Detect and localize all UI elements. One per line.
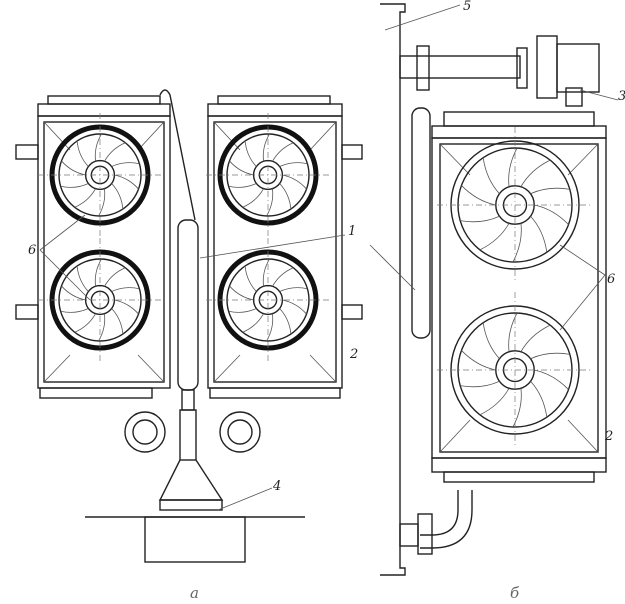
leader-lines bbox=[39, 4, 619, 511]
connecting-pipe bbox=[159, 89, 199, 411]
label-1-a: 1 bbox=[348, 224, 356, 239]
fan-icon bbox=[38, 113, 162, 237]
top-pipe-with-valve bbox=[399, 35, 600, 107]
bottom-elbow-pipe bbox=[399, 490, 473, 555]
fan-icon bbox=[206, 238, 330, 362]
radiator-unit-a-left bbox=[15, 95, 171, 399]
label-6-a: 6 bbox=[28, 243, 36, 258]
inlet-pipes bbox=[124, 411, 261, 453]
fan-icon bbox=[206, 113, 330, 237]
fan-icon bbox=[38, 238, 162, 362]
caption-view-b: б bbox=[510, 584, 520, 602]
fan-icon bbox=[437, 292, 593, 448]
caption-view-a: а bbox=[190, 584, 199, 602]
label-6-b: 6 bbox=[607, 272, 615, 287]
label-4: 4 bbox=[272, 479, 281, 494]
label-2-a: 2 bbox=[349, 347, 358, 362]
radiator-unit-b bbox=[411, 107, 607, 483]
fan-icon bbox=[437, 127, 593, 283]
label-2-b: 2 bbox=[604, 429, 613, 444]
wall-mount bbox=[380, 3, 406, 576]
support-stand bbox=[85, 409, 305, 563]
label-3: 3 bbox=[618, 89, 625, 104]
radiator-unit-a-right bbox=[207, 95, 363, 399]
label-5: 5 bbox=[463, 0, 471, 14]
fans-group bbox=[38, 113, 593, 448]
